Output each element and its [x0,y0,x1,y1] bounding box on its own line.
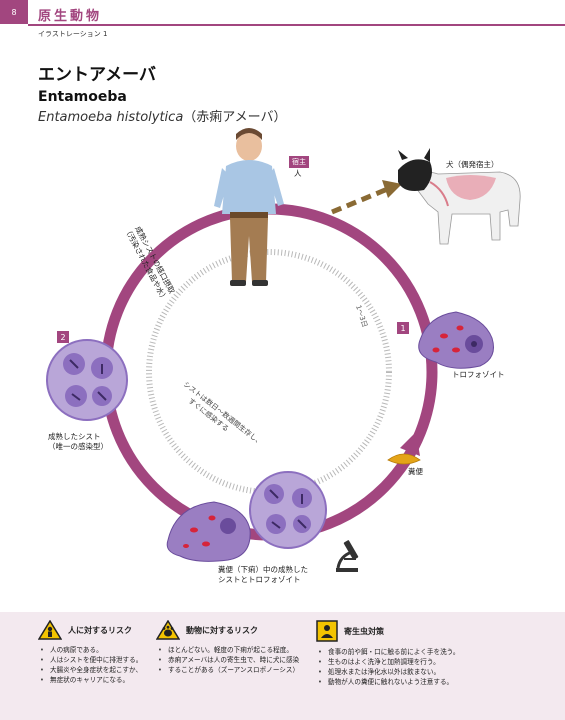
accidental-host-arrow [331,185,391,215]
section-title: 原生動物 [38,9,103,24]
species-title: Entamoeba histolytica（赤痢アメーバ） [38,106,287,125]
list-item: することがある（ズーアンスロポノーシス） [158,666,326,676]
stage-2-label-line-2: （唯一の感染型） [48,442,108,452]
mature-cyst-stage-2 [46,339,128,421]
parasite-control-title: 寄生虫対策 [344,626,384,636]
host-badge: 宿主 [289,156,309,168]
feces-stage-line-2: シストとトロフォゾイト [218,575,301,585]
human-risk-title: 人に対するリスク [68,625,132,635]
list-item: 無症状のキャリアになる。 [40,676,208,686]
list-item: 大腸炎や全身症状を起こすか、 [40,666,208,676]
environment-line-1: シストは数日〜数週間生存し、 [182,379,265,446]
list-item: 赤痢アメーバは人の寄生虫で、時に犬に感染 [158,656,326,666]
time-label: 1〜3日 [354,304,369,328]
stage-2-label: 成熟したシスト （唯一の感染型） [48,432,108,452]
feces-stage-line-1: 糞便（下痢）中の成熟した [218,565,308,574]
feces-label: 糞便 [408,467,423,476]
human-risk-column: 人に対するリスク 人の病原である。 人はシストを便中に排泄する。 大腸炎や全身症… [38,620,208,686]
feces-stage-label: 糞便（下痢）中の成熟した シストとトロフォゾイト [218,565,308,585]
inner-time-ring [146,249,392,495]
human-risk-heading: 人に対するリスク [38,620,208,640]
human-warning-icon [38,620,62,640]
human-host-figure [214,128,284,286]
list-item: 人はシストを便中に排泄する。 [40,656,208,666]
stage-1-label: トロフォゾイト [452,370,505,379]
animal-risk-title: 動物に対するリスク [186,625,258,635]
microscope-icon [336,540,359,572]
cycle-arrowhead [400,432,420,456]
list-item: 食事の前や餌・口に触る前によく手を洗う。 [318,648,536,658]
parasite-control-column: 寄生虫対策 食事の前や餌・口に触る前によく手を洗う。 生ものはよく洗浄と加熱調理… [316,620,536,688]
dog-figure [398,148,521,245]
genus-title: Entamoeba [38,89,127,105]
life-cycle-diagram: 成熟シストの経口摂取 （汚染された食品や水） 1〜3日 シストは数日〜数週間生存… [46,128,521,572]
stage-2-label-line-1: 成熟したシスト [48,432,101,441]
animal-risk-column: 動物に対するリスク ほとんどない。軽度の下痢が起こる程度。 赤痢アメーバは人の寄… [156,620,326,676]
dog-label: 犬（偶発宿主） [446,160,499,169]
list-item: ほとんどない。軽度の下痢が起こる程度。 [158,646,326,656]
stage-2-number: 2 [57,331,69,343]
list-item: 生ものはよく洗浄と加熱調理を行う。 [318,658,536,668]
stage-1-number: 1 [397,322,409,334]
control-icon [316,620,338,642]
page-number: 8 [0,0,28,24]
feces-icon [387,453,421,465]
trophozoite-stage-1 [418,311,494,369]
list-item: 動物が人の糞便に触れないよう注意する。 [318,678,536,688]
animal-risk-heading: 動物に対するリスク [156,620,326,640]
parasite-control-heading: 寄生虫対策 [316,620,536,642]
illustration-subtitle: イラストレーション 1 [38,30,108,38]
parasite-control-list: 食事の前や餌・口に触る前によく手を洗う。 生ものはよく洗浄と加熱調理を行う。 処… [316,648,536,688]
animal-warning-icon [156,620,180,640]
list-item: 人の病原である。 [40,646,208,656]
species-note: （赤痢アメーバ） [183,110,287,125]
page-title: エントアメーバ [38,65,156,85]
feces-cyst-trophozoite [166,471,327,562]
species-name: Entamoeba histolytica [38,110,184,125]
environment-label: シストは数日〜数週間生存し、 すぐに感染する [182,379,265,446]
host-label: 人 [294,169,302,178]
accidental-host-arrowhead [382,180,402,198]
list-item: 処理水または浄化水以外は飲まない。 [318,668,536,678]
human-risk-list: 人の病原である。 人はシストを便中に排泄する。 大腸炎や全身症状を起こすか、 無… [38,646,208,686]
animal-risk-list: ほとんどない。軽度の下痢が起こる程度。 赤痢アメーバは人の寄生虫で、時に犬に感染… [156,646,326,676]
header-rule [28,24,565,26]
